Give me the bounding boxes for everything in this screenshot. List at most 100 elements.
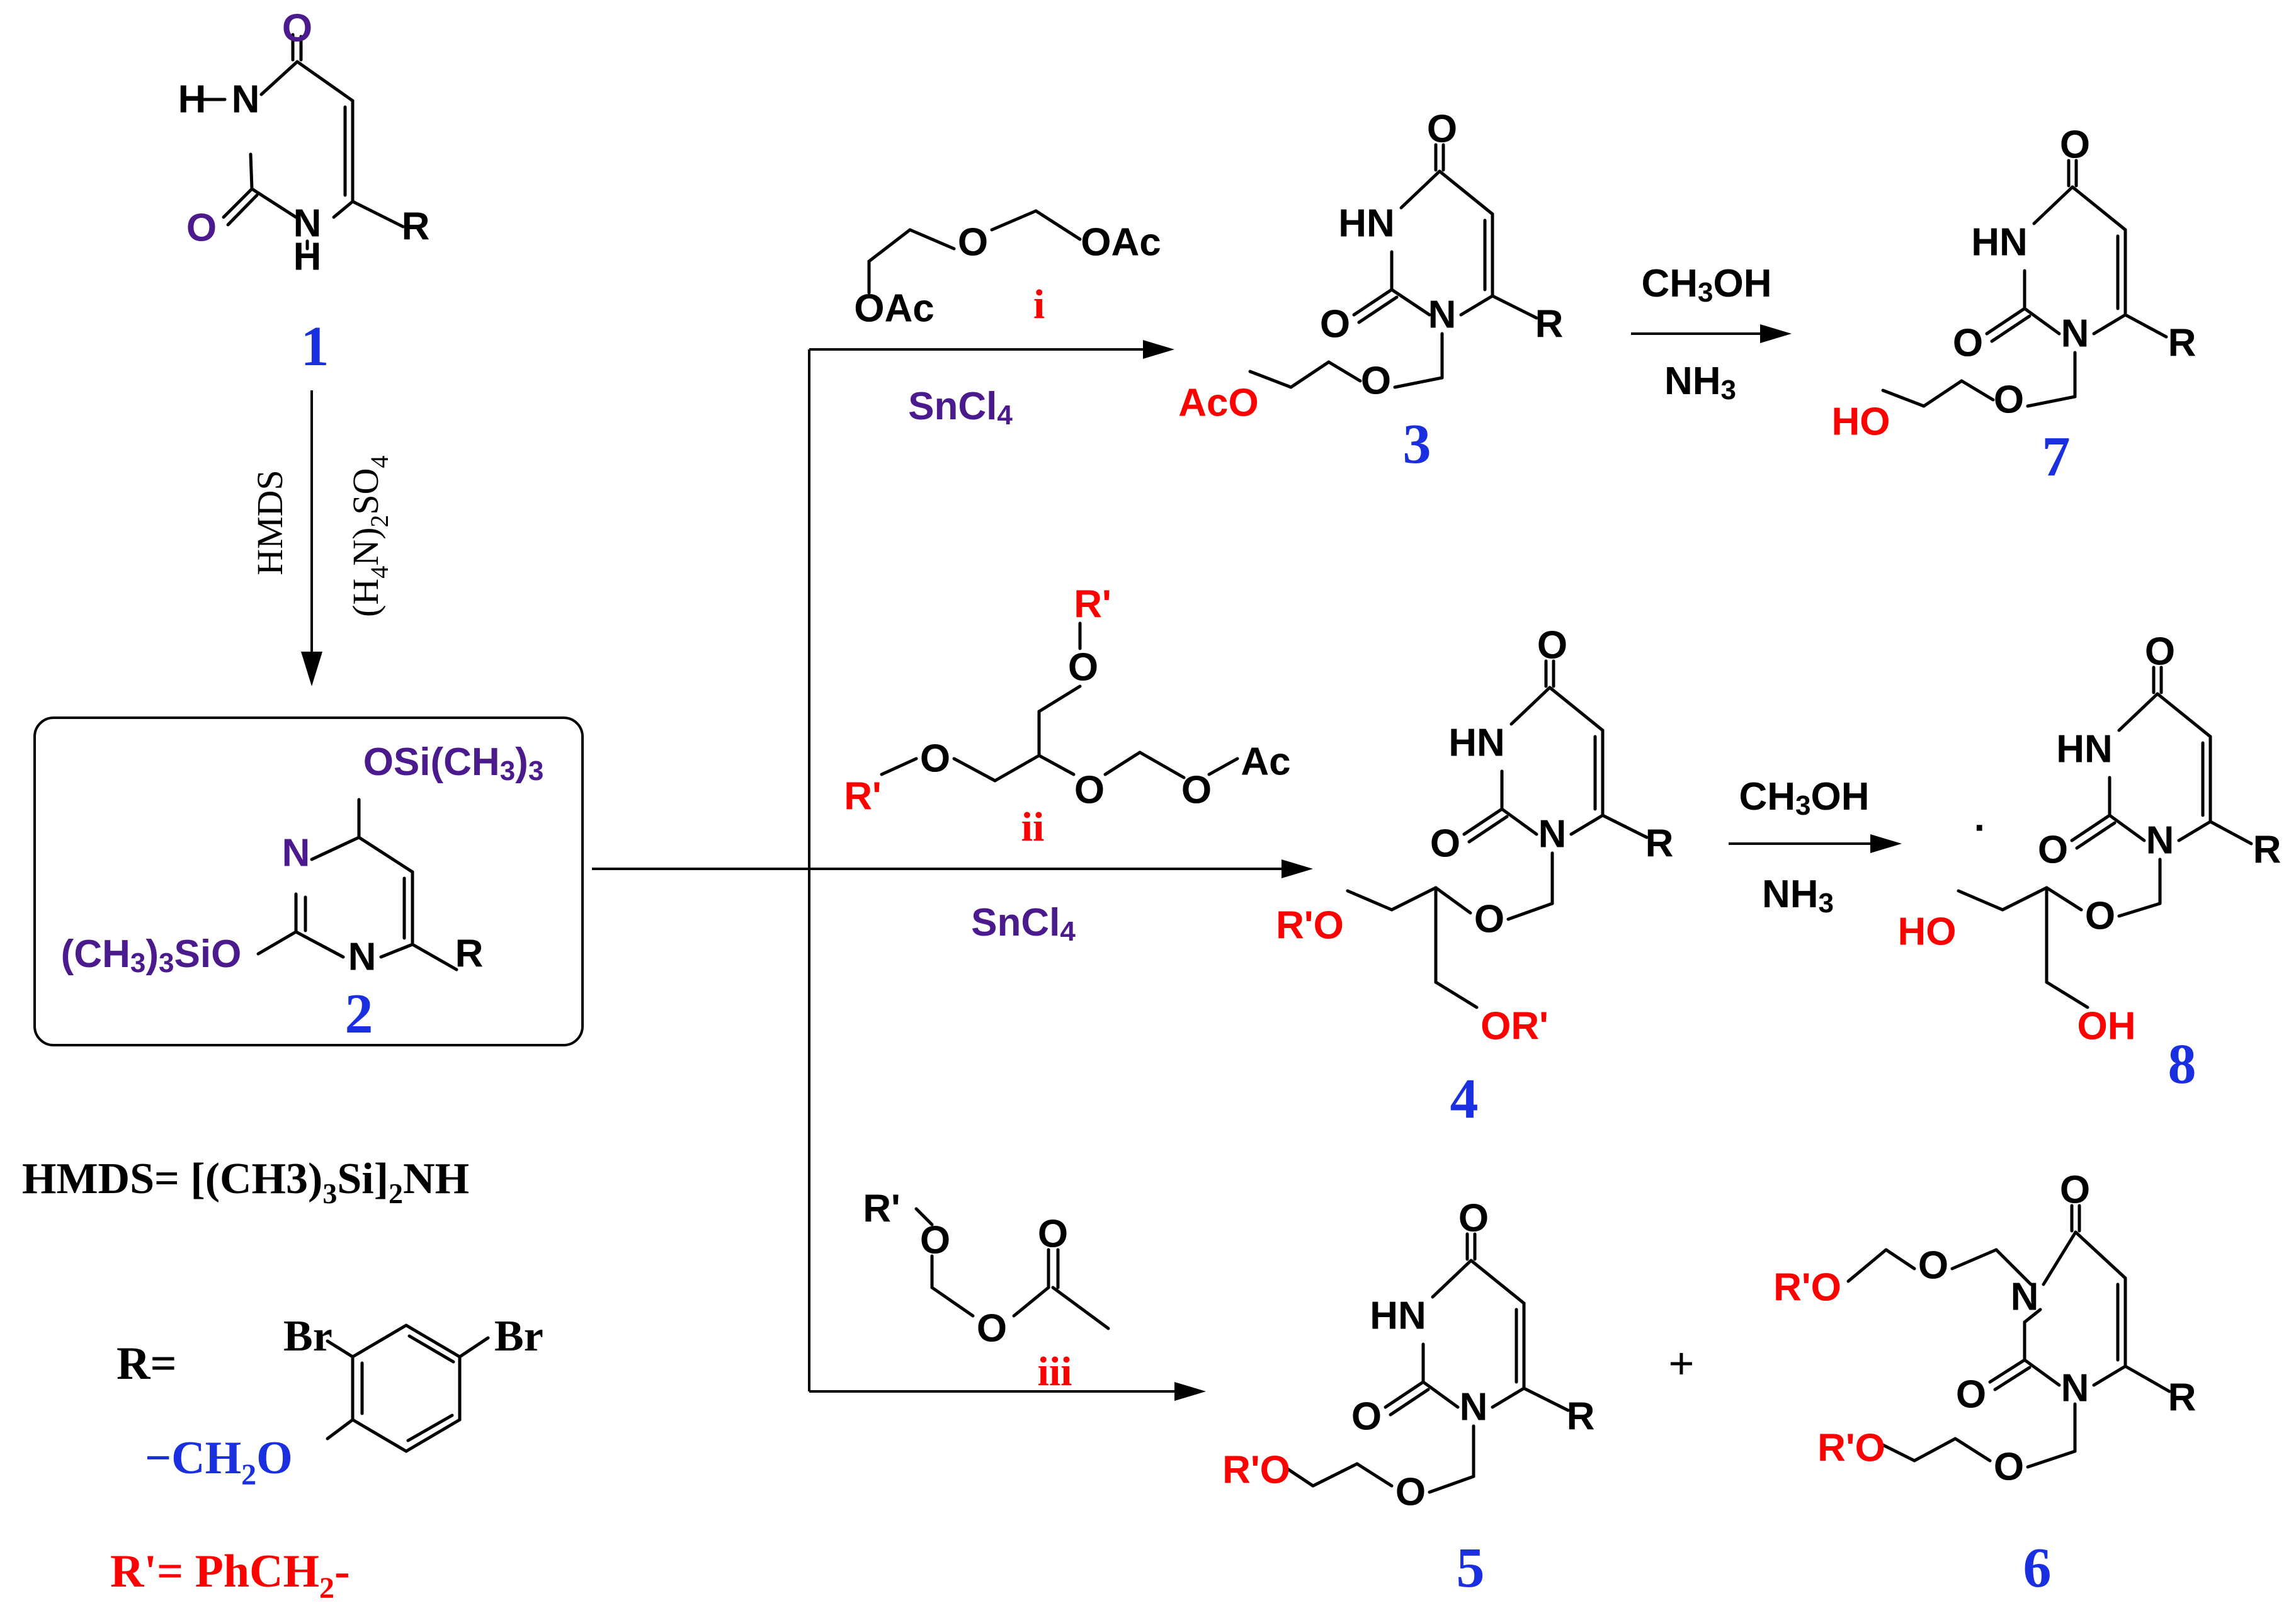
atom-OH: OH xyxy=(2077,1005,2136,1048)
reagent-iii: R' O O O iii xyxy=(863,1187,1110,1395)
atom-R-prime-O: R'O xyxy=(1817,1427,1885,1470)
atom-R-prime: R' xyxy=(863,1187,901,1231)
atom-HO: HO xyxy=(1898,910,1957,954)
atom-AcO: AcO xyxy=(1178,382,1258,425)
reagent-ammonium-sulfate: (H4N)2SO4 xyxy=(345,455,394,617)
atom-R-prime-O: R'O xyxy=(1773,1266,1841,1310)
atom-R-prime: R' xyxy=(1074,583,1111,626)
atom-H: H xyxy=(178,78,207,122)
atom-O: O xyxy=(1351,1395,1382,1439)
atom-O: O xyxy=(1038,1213,1068,1256)
atom-O: O xyxy=(1953,322,1983,365)
reagent-methanol: CH3OH xyxy=(1739,775,1869,821)
atom-O: O xyxy=(1361,360,1391,403)
atom-N: N xyxy=(2061,1367,2089,1410)
atom-HO: HO xyxy=(1832,400,1890,444)
compound-3: O HN O N R O AcO 3 xyxy=(1178,108,1563,476)
compound-7: O HN O N R O HO 7 xyxy=(1832,123,2197,489)
atom-O: O xyxy=(1427,108,1457,151)
atom-O: O xyxy=(977,1307,1007,1350)
atom-R-prime-O: R'O xyxy=(1276,904,1344,948)
atom-O: O xyxy=(1537,624,1567,667)
atom-Br: Br xyxy=(494,1312,543,1361)
reagent-label-iii: iii xyxy=(1037,1349,1072,1395)
compound-5: O HN O N R O R'O 5 xyxy=(1222,1197,1594,1600)
atom-R: R xyxy=(2168,322,2197,365)
atom-O: O xyxy=(1956,1373,1986,1417)
atom-O: O xyxy=(1994,378,2024,422)
compound-6: O N O N R O R'O O R'O 6 xyxy=(1773,1169,2196,1600)
atom-N: N xyxy=(2011,1276,2039,1319)
atom-N: N xyxy=(1460,1386,1488,1429)
atom-N: N xyxy=(293,202,322,246)
atom-O: O xyxy=(2085,895,2115,938)
atom-O: O xyxy=(1320,303,1350,346)
atom-H: H xyxy=(293,235,322,279)
atom-N: N xyxy=(348,936,377,979)
atom-N: N xyxy=(282,832,310,875)
compound-number-4: 4 xyxy=(1450,1068,1479,1130)
compound-number-6: 6 xyxy=(2023,1537,2052,1599)
compound-number-2: 2 xyxy=(345,983,373,1045)
atom-O: O xyxy=(958,221,988,264)
atom-N: N xyxy=(232,78,260,122)
atom-R: R xyxy=(1535,303,1564,346)
atom-O: O xyxy=(1181,769,1212,812)
atom-Br: Br xyxy=(283,1312,332,1361)
atom-R: R xyxy=(1567,1395,1595,1439)
atom-O: O xyxy=(186,207,217,250)
atom-R: R xyxy=(402,205,430,249)
atom-HN: HN xyxy=(2056,728,2113,771)
atom-O: O xyxy=(2145,630,2175,674)
reagent-ammonia: NH3 xyxy=(1762,873,1834,919)
legend-R-label: R= xyxy=(117,1338,177,1390)
atom-R: R xyxy=(1645,822,1674,866)
atom-HN: HN xyxy=(1338,202,1395,246)
atom-HN: HN xyxy=(1448,722,1505,765)
atom-N: N xyxy=(2146,819,2174,863)
atom-O: O xyxy=(1994,1446,2024,1489)
compound-2: OSi(CH3)3 N (CH3)3SiO N R 2 xyxy=(33,716,584,1046)
atom-O: O xyxy=(1074,769,1105,812)
atom-R-prime-O: R'O xyxy=(1222,1449,1290,1492)
reagent-hmds: HMDS xyxy=(249,470,290,575)
compound-number-3: 3 xyxy=(1403,413,1431,475)
legend: HMDS= [(CH3)3Si]2NH R= Br Br −CH2O R'= P… xyxy=(22,1155,543,1605)
compound-number-5: 5 xyxy=(1457,1537,1485,1599)
atom-O: O xyxy=(2060,1169,2090,1212)
atom-Ac: Ac xyxy=(1241,740,1290,784)
atom-O: O xyxy=(2060,123,2090,167)
reagent-i: O OAc OAc i SnCl4 xyxy=(854,209,1161,431)
atom-O: O xyxy=(1458,1197,1489,1240)
compound-number-8: 8 xyxy=(2168,1033,2197,1096)
atom-R: R xyxy=(2253,829,2282,872)
atom-trimethylsilyl-O: (CH3)3SiO xyxy=(61,932,242,978)
atom-R-prime: R' xyxy=(844,775,882,818)
legend-R-prime-definition: R'= PhCH2- xyxy=(110,1546,350,1605)
atom-OAc: OAc xyxy=(854,287,934,331)
atom-O: O xyxy=(1395,1471,1426,1514)
reagent-label-ii: ii xyxy=(1021,804,1045,850)
atom-O: O xyxy=(1918,1244,1948,1288)
atom-R: R xyxy=(455,932,484,976)
atom-O: O xyxy=(1430,822,1460,866)
branch-lines xyxy=(592,340,1313,1401)
atom-N: N xyxy=(1428,293,1457,337)
arrow-3-to-7: CH3OH NH3 xyxy=(1631,262,1792,405)
atom-O: O xyxy=(920,1219,950,1262)
legend-R-group: −CH2O xyxy=(145,1432,293,1492)
compound-number-1: 1 xyxy=(301,315,329,378)
reagent-methanol: CH3OH xyxy=(1641,262,1771,308)
atom-O: O xyxy=(920,737,950,781)
plus-sign: + xyxy=(1669,1339,1695,1388)
compound-number-7: 7 xyxy=(2042,426,2071,488)
atom-O: O xyxy=(1474,898,1504,941)
compound-2-box xyxy=(33,716,584,1046)
atom-N: N xyxy=(2061,312,2089,356)
arrow-step-1: HMDS (H4N)2SO4 xyxy=(249,390,394,686)
stray-dot: · xyxy=(1974,807,1987,850)
atom-N: N xyxy=(1538,813,1567,856)
atom-O: O xyxy=(1068,646,1098,689)
compound-1: O N H O N H R 1 xyxy=(178,7,430,378)
